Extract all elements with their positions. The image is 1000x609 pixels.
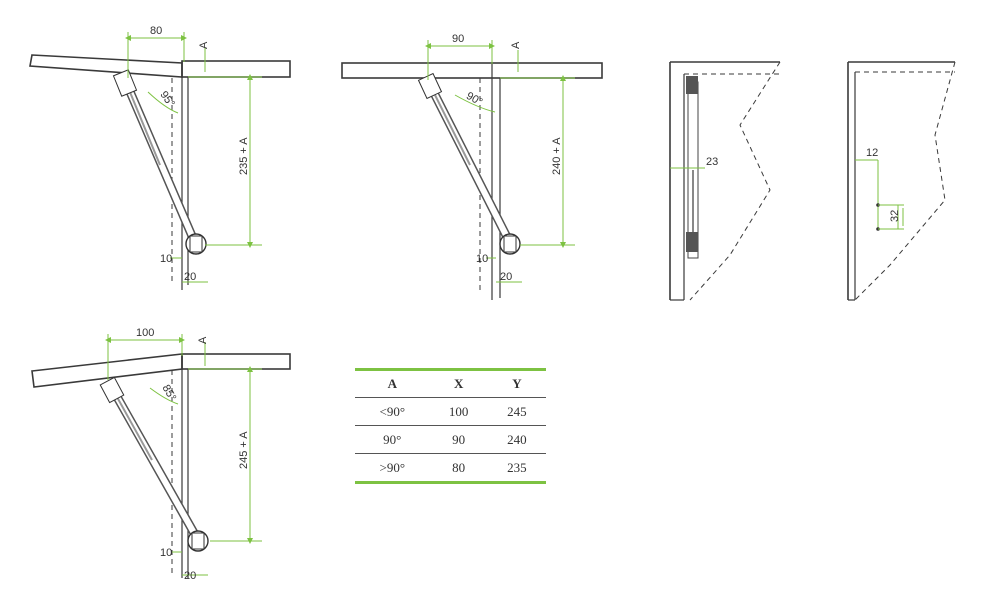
dim-height-label: 245 + A: [238, 431, 250, 469]
dim-offset-w-label: 20: [500, 271, 512, 283]
table-header-row: A X Y: [355, 368, 546, 398]
dim-a-label: A: [510, 41, 522, 49]
table-row: 90° 90 240: [355, 425, 546, 454]
dim-width-label: 100: [136, 327, 154, 339]
dim-a-label: A: [198, 41, 210, 49]
lid: [29, 54, 183, 78]
dim-offset-w-label: 20: [184, 570, 196, 582]
table-cell: 90°: [355, 425, 430, 454]
table-cell: 90: [429, 425, 488, 454]
front-view: 12 32: [847, 61, 956, 301]
dim-offset-w-label: 20: [184, 271, 196, 283]
dim-offset-h-label: 10: [160, 253, 172, 265]
side-view: 23: [669, 61, 781, 301]
dim-angle-label: 85°: [160, 383, 179, 403]
cabinet-top: [341, 62, 603, 79]
dim-offset-h-label: 10: [476, 253, 488, 265]
table-cell: 240: [487, 425, 546, 454]
table-cell: >90°: [355, 453, 430, 484]
dim-height-label: 235 + A: [238, 137, 250, 175]
hinge-view-90: 90 A 240 + A 90° 10 20: [341, 33, 603, 300]
table-cell: 100: [429, 397, 488, 426]
dim-width-label: 90: [452, 33, 464, 45]
header-y: Y: [487, 368, 546, 398]
dim-height-label: 240 + A: [551, 137, 563, 175]
header-a: A: [355, 368, 430, 398]
dim-width-label: 80: [150, 25, 162, 37]
cabinet-top: [181, 353, 291, 370]
dim-offset-h-label: 10: [160, 547, 172, 559]
lid: [31, 353, 183, 388]
dim-angle-label: 95°: [157, 89, 176, 110]
dim-a-label: A: [197, 336, 209, 344]
table-row: <90° 100 245: [355, 397, 546, 426]
table-cell: 80: [429, 453, 488, 484]
dim-spacing-label: 32: [889, 210, 901, 222]
hinge-view-95: 80 A 235 + A 95° 10 20: [29, 25, 291, 290]
dimension-table: A X Y <90° 100 245 90° 90 240 >90° 80 23…: [355, 368, 546, 484]
header-x: X: [429, 368, 488, 398]
table-cell: 245: [487, 397, 546, 426]
dim-angle-label: 90°: [464, 90, 484, 109]
cabinet-top: [181, 60, 291, 78]
table-cell: <90°: [355, 397, 430, 426]
dim-edge-label: 12: [866, 147, 878, 159]
hinge-view-85: 100 A 245 + A 85° 10 20: [31, 327, 291, 582]
dim-depth-label: 23: [706, 156, 718, 168]
table-cell: 235: [487, 453, 546, 484]
table-row: >90° 80 235: [355, 453, 546, 484]
